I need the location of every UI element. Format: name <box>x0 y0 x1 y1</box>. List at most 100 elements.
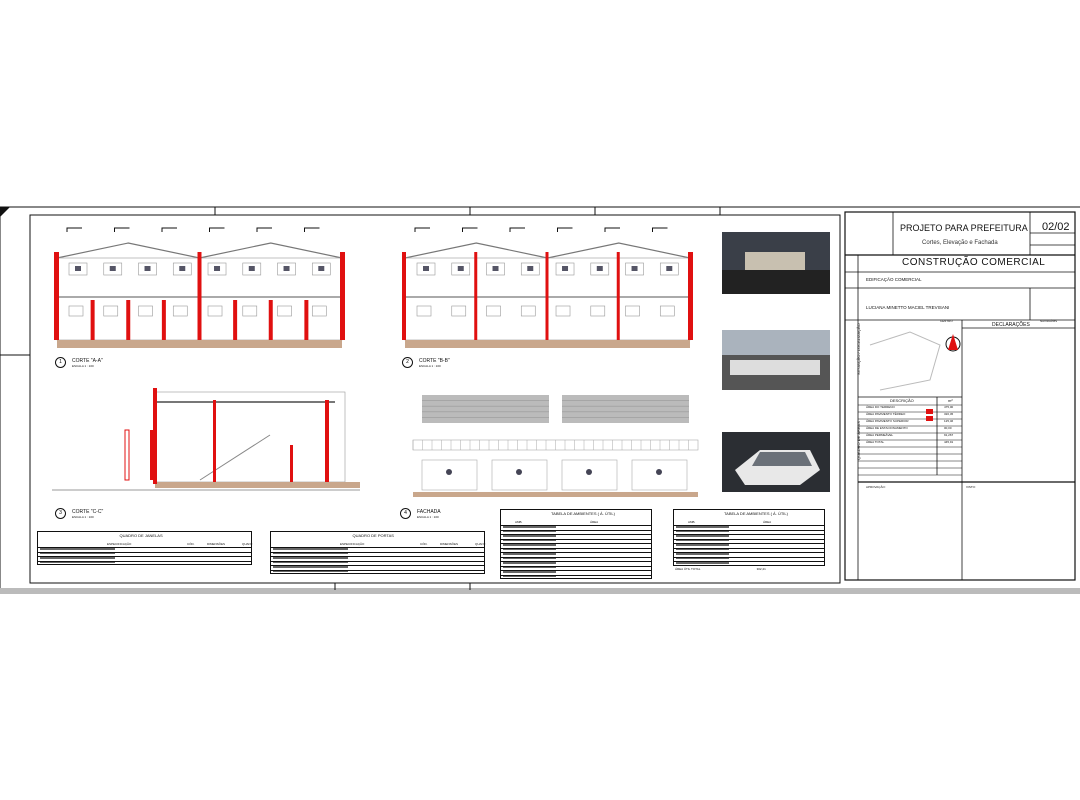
table-row <box>270 560 485 562</box>
table-cell <box>676 544 730 546</box>
table-cell <box>40 561 116 563</box>
table-header: ÁREA <box>590 520 599 524</box>
location-label: SITUAÇÃO / LOCALIZAÇÃO <box>856 323 861 375</box>
area-value: 91,267 <box>944 433 954 437</box>
area-description: ÁREA PAVIMENTO SUPERIOR <box>866 419 909 423</box>
table-title: QUADRO DE PORTAS <box>352 533 394 538</box>
table-cell <box>676 535 730 537</box>
drawing-title: CORTE "A-A" <box>72 358 103 364</box>
drawing-number: 1 <box>55 357 66 368</box>
table-cell <box>676 557 730 559</box>
area-description: ÁREA DO TERRENO <box>866 405 895 409</box>
table-cell <box>503 571 557 573</box>
area-value: 125,46 <box>944 419 954 423</box>
table-row <box>500 574 652 576</box>
table-cell <box>503 553 557 555</box>
table-ambientes2 <box>673 509 825 566</box>
drawing-scale: ESCALA 1 : 100 <box>72 364 94 368</box>
table-cell <box>503 539 557 541</box>
table-cell <box>40 548 116 550</box>
table-cell <box>503 535 557 537</box>
areas-header: m² <box>948 398 953 403</box>
table-header: DIMENSÕES <box>440 542 459 546</box>
table-cell <box>676 539 730 541</box>
table-row <box>500 543 652 544</box>
district: CENTRO <box>940 319 953 323</box>
table-cell <box>273 557 349 559</box>
table-row <box>673 556 825 558</box>
section-drawing <box>402 227 693 348</box>
drawing-scale: ESCALA 1 : 100 <box>419 364 441 368</box>
table-row <box>500 534 652 535</box>
area-value: 445,91 <box>944 440 954 444</box>
drawing-number: 2 <box>402 357 413 368</box>
table-row <box>270 556 485 557</box>
table-header: CÓD. <box>420 542 428 546</box>
table-cell <box>676 530 730 532</box>
table-title: TABELA DE AMBIENTES ( Á. ÚTIL) <box>551 511 615 516</box>
drawing-scale: ESCALA 1 : 100 <box>72 515 94 519</box>
table-header: ESPECIFICAÇÃO <box>340 542 365 546</box>
table-cell <box>503 544 557 546</box>
section-cc <box>52 388 360 491</box>
table-row <box>500 547 652 549</box>
table-row <box>500 538 652 540</box>
table-cell <box>676 526 730 528</box>
table-cell <box>273 570 349 572</box>
table-cell <box>503 530 557 532</box>
sheet-subtitle: Cortes, Elevação e Fachada <box>922 240 998 246</box>
total-label: ÁREA ÚTIL TOTAL <box>675 566 701 571</box>
table-row <box>673 561 825 562</box>
building-use: EDIFICAÇÃO COMERCIAL <box>866 277 922 282</box>
table-janelas <box>37 531 252 565</box>
approval-label: APROVAÇÃO: <box>866 485 886 489</box>
table-row <box>37 551 252 553</box>
table-row <box>37 556 252 557</box>
table-row <box>500 561 652 562</box>
table-row <box>270 569 485 571</box>
table-cell <box>40 552 116 554</box>
area-value: 475,00 <box>944 405 954 409</box>
table-cell <box>40 557 116 559</box>
table-cell <box>273 552 349 554</box>
table-row <box>500 525 652 526</box>
table-cell <box>503 562 557 564</box>
table-cell <box>503 548 557 550</box>
table-row <box>673 547 825 549</box>
area-value: 320,45 <box>944 412 954 416</box>
facade-drawing <box>412 395 699 497</box>
drawing-title: CORTE "B-B" <box>419 358 450 364</box>
table-row <box>270 551 485 553</box>
table-row <box>500 565 652 567</box>
total-value: 302,41 <box>756 566 766 571</box>
areas-header: DESCRIÇÃO <box>890 398 914 403</box>
areas-label: QUADRO DE ÁREAS <box>856 421 861 460</box>
table-cell <box>273 566 349 568</box>
table-cell <box>503 566 557 568</box>
table-cell <box>503 557 557 559</box>
table-row <box>270 565 485 566</box>
drawing-number: 4 <box>400 508 411 519</box>
table-cell <box>676 562 730 564</box>
drawing-title: CORTE "C-C" <box>72 509 104 515</box>
area-description: ÁREA TOTAL <box>866 440 885 444</box>
table-row <box>500 552 652 553</box>
owner-name: LUCIANA MINETTO MACIEL TREVISANI <box>866 305 950 310</box>
table-header: QUANT. <box>475 542 487 546</box>
table-ambientes1 <box>500 509 652 579</box>
table-row <box>673 529 825 531</box>
table-header: DIMENSÕES <box>207 542 226 546</box>
area-description: ÁREA PAVIMENTO TÉRREO <box>866 412 906 416</box>
table-cell <box>273 548 349 550</box>
table-row <box>500 570 652 571</box>
sheet-title: PROJETO PARA PREFEITURA <box>900 223 1028 233</box>
table-title: QUADRO DE JANELAS <box>119 533 163 538</box>
table-header: ÁREA <box>763 520 772 524</box>
table-cell <box>503 575 557 577</box>
sheet-number: 02/02 <box>1042 221 1070 233</box>
drawing-number: 3 <box>55 508 66 519</box>
drawing-scale: ESCALA 1 : 100 <box>417 515 439 519</box>
area-value: 00,00 <box>944 426 952 430</box>
table-row <box>673 525 825 526</box>
